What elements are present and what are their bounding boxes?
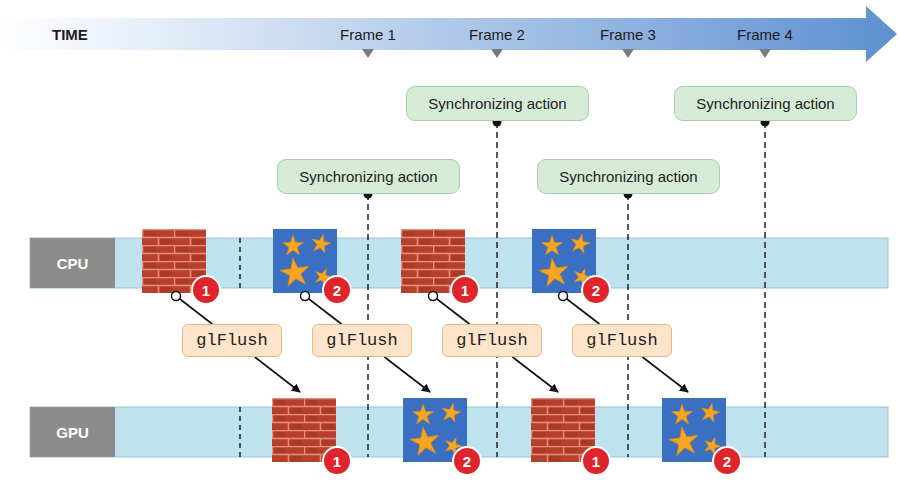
box-label: Synchronizing action	[696, 95, 834, 112]
frame-tick	[491, 49, 503, 58]
box-label: Synchronizing action	[428, 95, 566, 112]
flush-call-box: glFlush	[442, 324, 542, 357]
callout-number: 1	[322, 446, 352, 476]
frame-tick	[759, 49, 771, 58]
frame-tick	[362, 49, 374, 58]
flush-arrow	[642, 357, 688, 392]
flush-call-box: glFlush	[312, 324, 412, 357]
flush-start-dot	[172, 292, 568, 301]
frame-tick	[622, 49, 634, 58]
box-label: Synchronizing action	[559, 168, 697, 185]
sync-action-box: Synchronizing action	[537, 159, 720, 194]
flush-arrow	[384, 357, 430, 392]
flush-arrow	[255, 357, 300, 392]
axis-label: TIME	[52, 26, 88, 43]
frame-label: Frame 3	[600, 26, 656, 43]
callout-number: 2	[452, 446, 482, 476]
time-axis	[0, 6, 897, 62]
frame-label: Frame 2	[469, 26, 525, 43]
frame-label: Frame 1	[340, 26, 396, 43]
callout-number: 2	[322, 275, 352, 305]
sync-action-box: Synchronizing action	[277, 159, 460, 194]
flush-call-box: glFlush	[572, 324, 672, 357]
sync-action-box: Synchronizing action	[674, 86, 857, 121]
box-label: Synchronizing action	[299, 168, 437, 185]
callout-number: 2	[581, 275, 611, 305]
flush-arrow	[512, 357, 558, 392]
callout-number: 1	[450, 275, 480, 305]
frame-label: Frame 4	[737, 26, 793, 43]
box-label: glFlush	[326, 331, 397, 350]
sync-action-box: Synchronizing action	[406, 86, 589, 121]
callout-number: 2	[712, 446, 742, 476]
box-label: glFlush	[586, 331, 657, 350]
band-label: CPU	[30, 238, 115, 288]
callout-number: 1	[191, 275, 221, 305]
callout-number: 1	[581, 446, 611, 476]
box-label: glFlush	[456, 331, 527, 350]
band-label: GPU	[30, 407, 115, 457]
box-label: glFlush	[196, 331, 267, 350]
flush-call-box: glFlush	[182, 324, 282, 357]
